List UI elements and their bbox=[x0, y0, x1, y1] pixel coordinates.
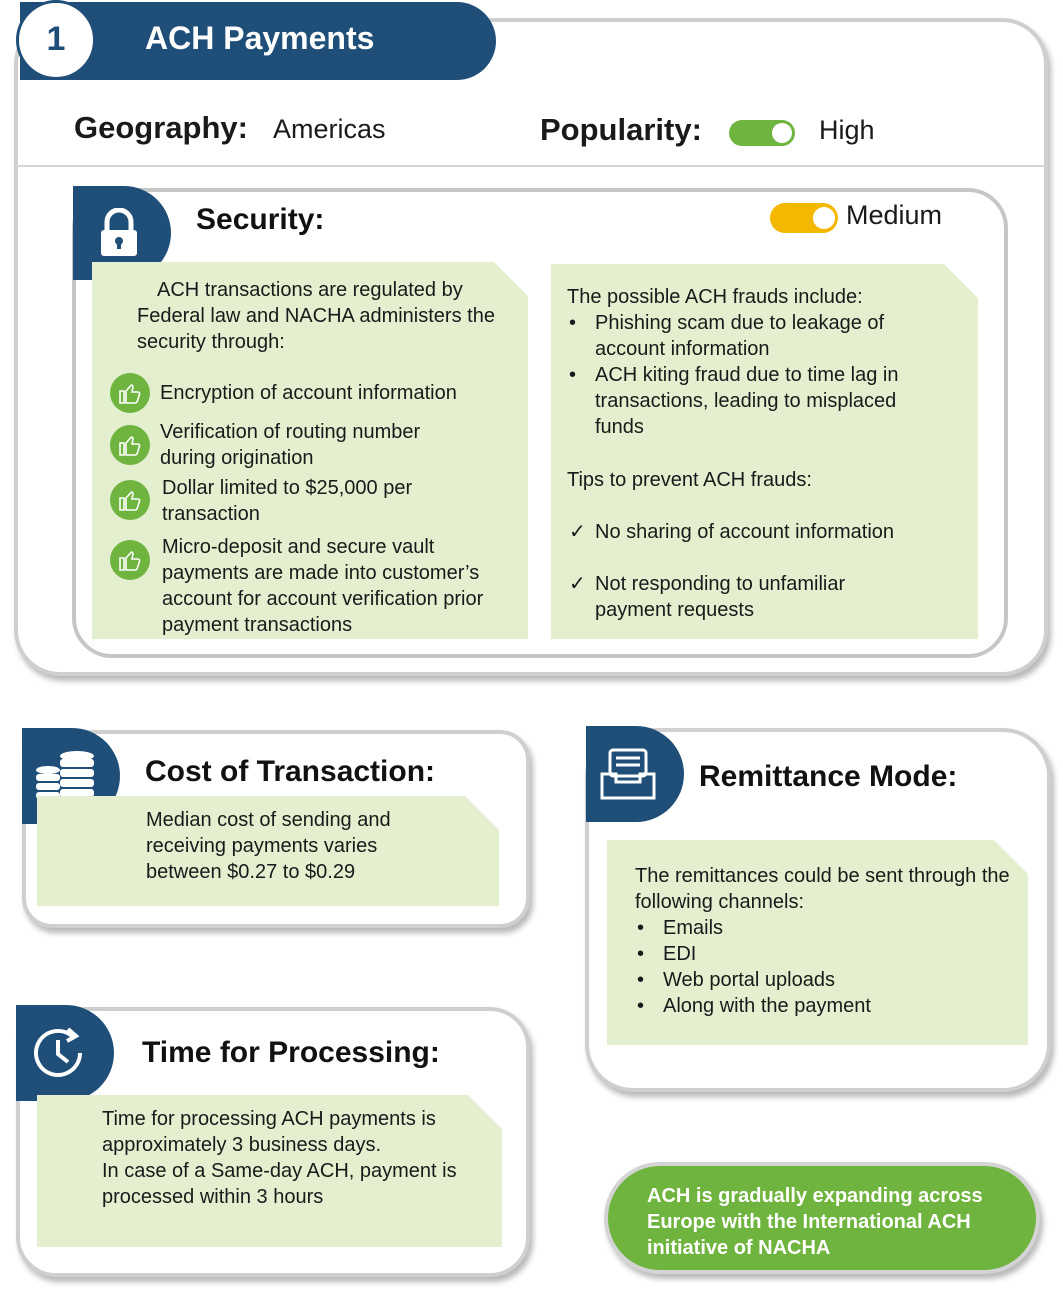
tips-list: No sharing of account information Not re… bbox=[567, 519, 947, 623]
processing-icon-tab bbox=[16, 1005, 114, 1101]
processing-line-1: Time for processing ACH payments is appr… bbox=[102, 1108, 436, 1156]
cost-panel bbox=[37, 796, 499, 906]
thumbs-up-icon bbox=[110, 373, 150, 413]
frauds-list: Phishing scam due to leakage of account … bbox=[567, 310, 912, 440]
popularity-label: Popularity: bbox=[540, 112, 702, 147]
tip-item: No sharing of account information bbox=[567, 519, 947, 545]
security-measures-panel bbox=[92, 262, 528, 639]
frauds-title: The possible ACH frauds include: bbox=[567, 286, 863, 308]
processing-line-2: In case of a Same-day ACH, payment is pr… bbox=[102, 1160, 457, 1208]
popularity-toggle bbox=[729, 120, 795, 146]
fraud-item: ACH kiting fraud due to time lag in tran… bbox=[567, 362, 912, 440]
processing-title: Time for Processing: bbox=[142, 1036, 440, 1069]
security-level: Medium bbox=[846, 200, 943, 230]
channel-item: Along with the payment bbox=[635, 993, 995, 1019]
lock-icon bbox=[101, 208, 137, 256]
callout-text: ACH is gradually expanding across Europe… bbox=[647, 1185, 983, 1259]
section-number-badge bbox=[16, 0, 96, 80]
thumbs-up-icon bbox=[110, 540, 150, 580]
section-number: 1 bbox=[46, 20, 66, 58]
security-point: Micro-deposit and secure vault payments … bbox=[162, 536, 484, 636]
security-point: Verification of routing number during or… bbox=[160, 421, 421, 469]
cost-title: Cost of Transaction: bbox=[145, 755, 436, 788]
security-point: Dollar limited to $25,000 per transactio… bbox=[162, 477, 413, 525]
channel-item: EDI bbox=[635, 941, 995, 967]
title-tab bbox=[20, 2, 496, 80]
page-title: ACH Payments bbox=[145, 20, 375, 56]
remittance-title: Remittance Mode: bbox=[699, 760, 958, 793]
divider bbox=[16, 165, 1046, 167]
tips-title: Tips to prevent ACH frauds: bbox=[567, 469, 812, 491]
geography-value: Americas bbox=[273, 114, 386, 144]
popularity-value: High bbox=[819, 115, 875, 145]
thumbs-up-icon bbox=[110, 480, 150, 520]
processing-text: Time for processing ACH payments is appr… bbox=[102, 1106, 477, 1210]
thumbs-up-icon bbox=[110, 425, 150, 465]
security-title: Security: bbox=[196, 203, 325, 236]
channel-item: Emails bbox=[635, 915, 995, 941]
inbox-tray-icon bbox=[600, 748, 656, 800]
geography-label: Geography: bbox=[74, 110, 248, 145]
security-intro: ACH transactions are regulated by Federa… bbox=[137, 279, 495, 353]
security-toggle bbox=[770, 203, 838, 233]
coins-icon bbox=[36, 751, 94, 799]
expansion-callout bbox=[604, 1162, 1040, 1274]
remittance-icon-tab bbox=[586, 726, 684, 822]
clock-refresh-icon bbox=[34, 1027, 82, 1077]
channel-item: Web portal uploads bbox=[635, 967, 995, 993]
tip-item: Not responding to unfamiliar payment req… bbox=[567, 571, 895, 623]
cost-text: Median cost of sending and receiving pay… bbox=[146, 809, 391, 883]
fraud-item: Phishing scam due to leakage of account … bbox=[567, 310, 912, 362]
remittance-intro: The remittances could be sent through th… bbox=[635, 865, 1010, 913]
processing-panel bbox=[37, 1095, 502, 1247]
remittance-channels: Emails EDI Web portal uploads Along with… bbox=[635, 915, 995, 1019]
security-point: Encryption of account information bbox=[160, 382, 457, 404]
